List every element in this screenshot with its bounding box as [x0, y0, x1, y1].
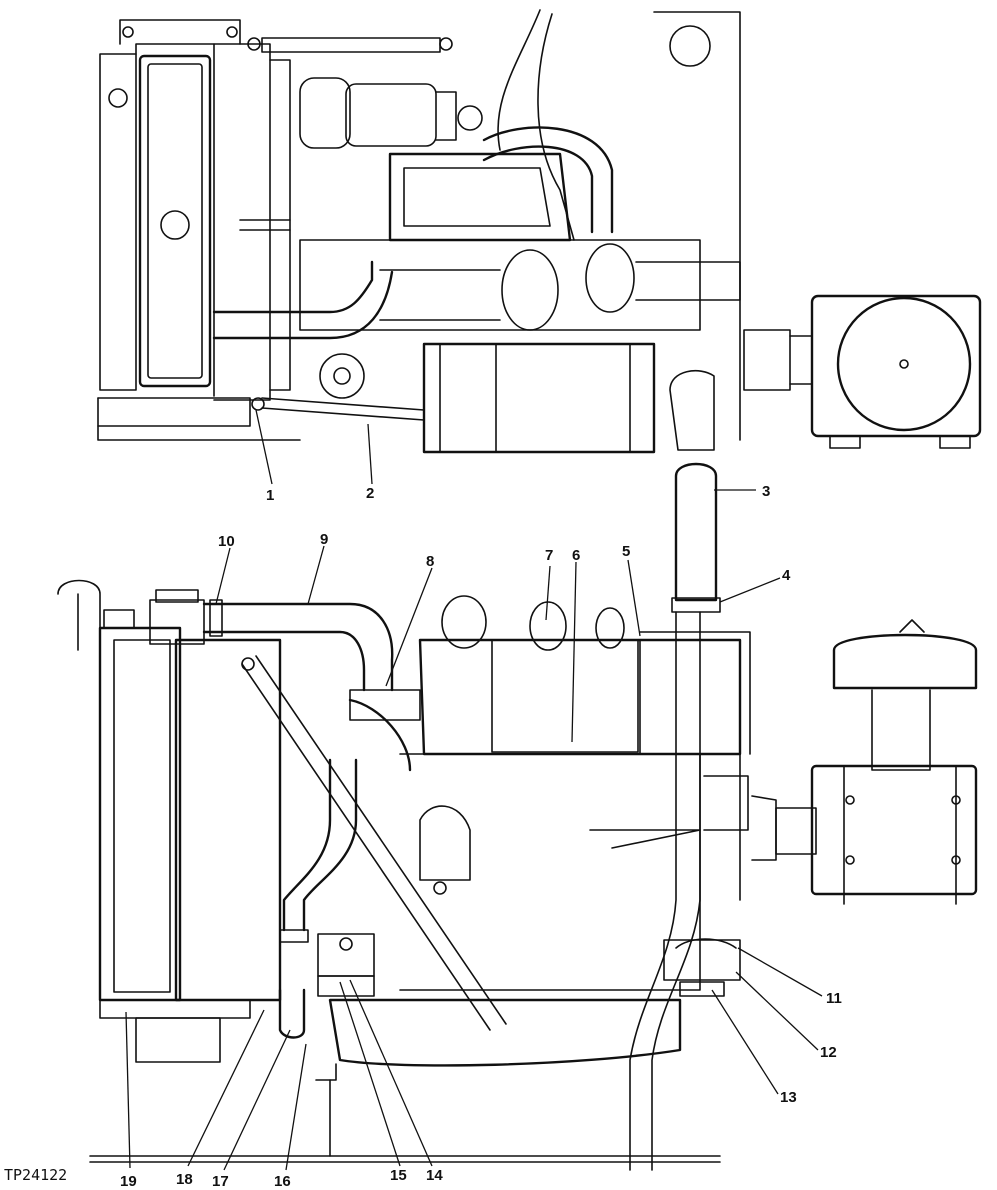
callout-19: 19: [120, 1173, 137, 1190]
callout-7: 7: [545, 547, 553, 564]
callout-6: 6: [572, 547, 580, 564]
callout-17: 17: [212, 1173, 229, 1190]
callout-1: 1: [266, 487, 274, 504]
callout-labels: 1 2 3 4 5 6 7 8 9 10 11 12 13 14 15 16 1…: [120, 483, 842, 1190]
callout-16: 16: [274, 1173, 291, 1190]
side-view-engine: [57, 579, 978, 1171]
callout-8: 8: [426, 553, 434, 570]
callout-18: 18: [176, 1171, 193, 1188]
callout-10: 10: [218, 533, 235, 550]
callout-2: 2: [366, 485, 374, 502]
callout-11: 11: [826, 990, 842, 1007]
callout-14: 14: [426, 1167, 443, 1184]
callout-5: 5: [622, 543, 630, 560]
exhaust-stack: [671, 462, 721, 613]
callout-4: 4: [782, 567, 791, 584]
callout-13: 13: [780, 1089, 797, 1106]
callout-9: 9: [320, 531, 328, 548]
callout-12: 12: [820, 1044, 837, 1061]
top-view-engine: [97, 9, 982, 454]
callout-15: 15: [390, 1167, 407, 1184]
callout-leaders: [125, 409, 823, 1171]
figure-id: TP24122: [4, 1166, 67, 1184]
callout-3: 3: [762, 483, 770, 500]
